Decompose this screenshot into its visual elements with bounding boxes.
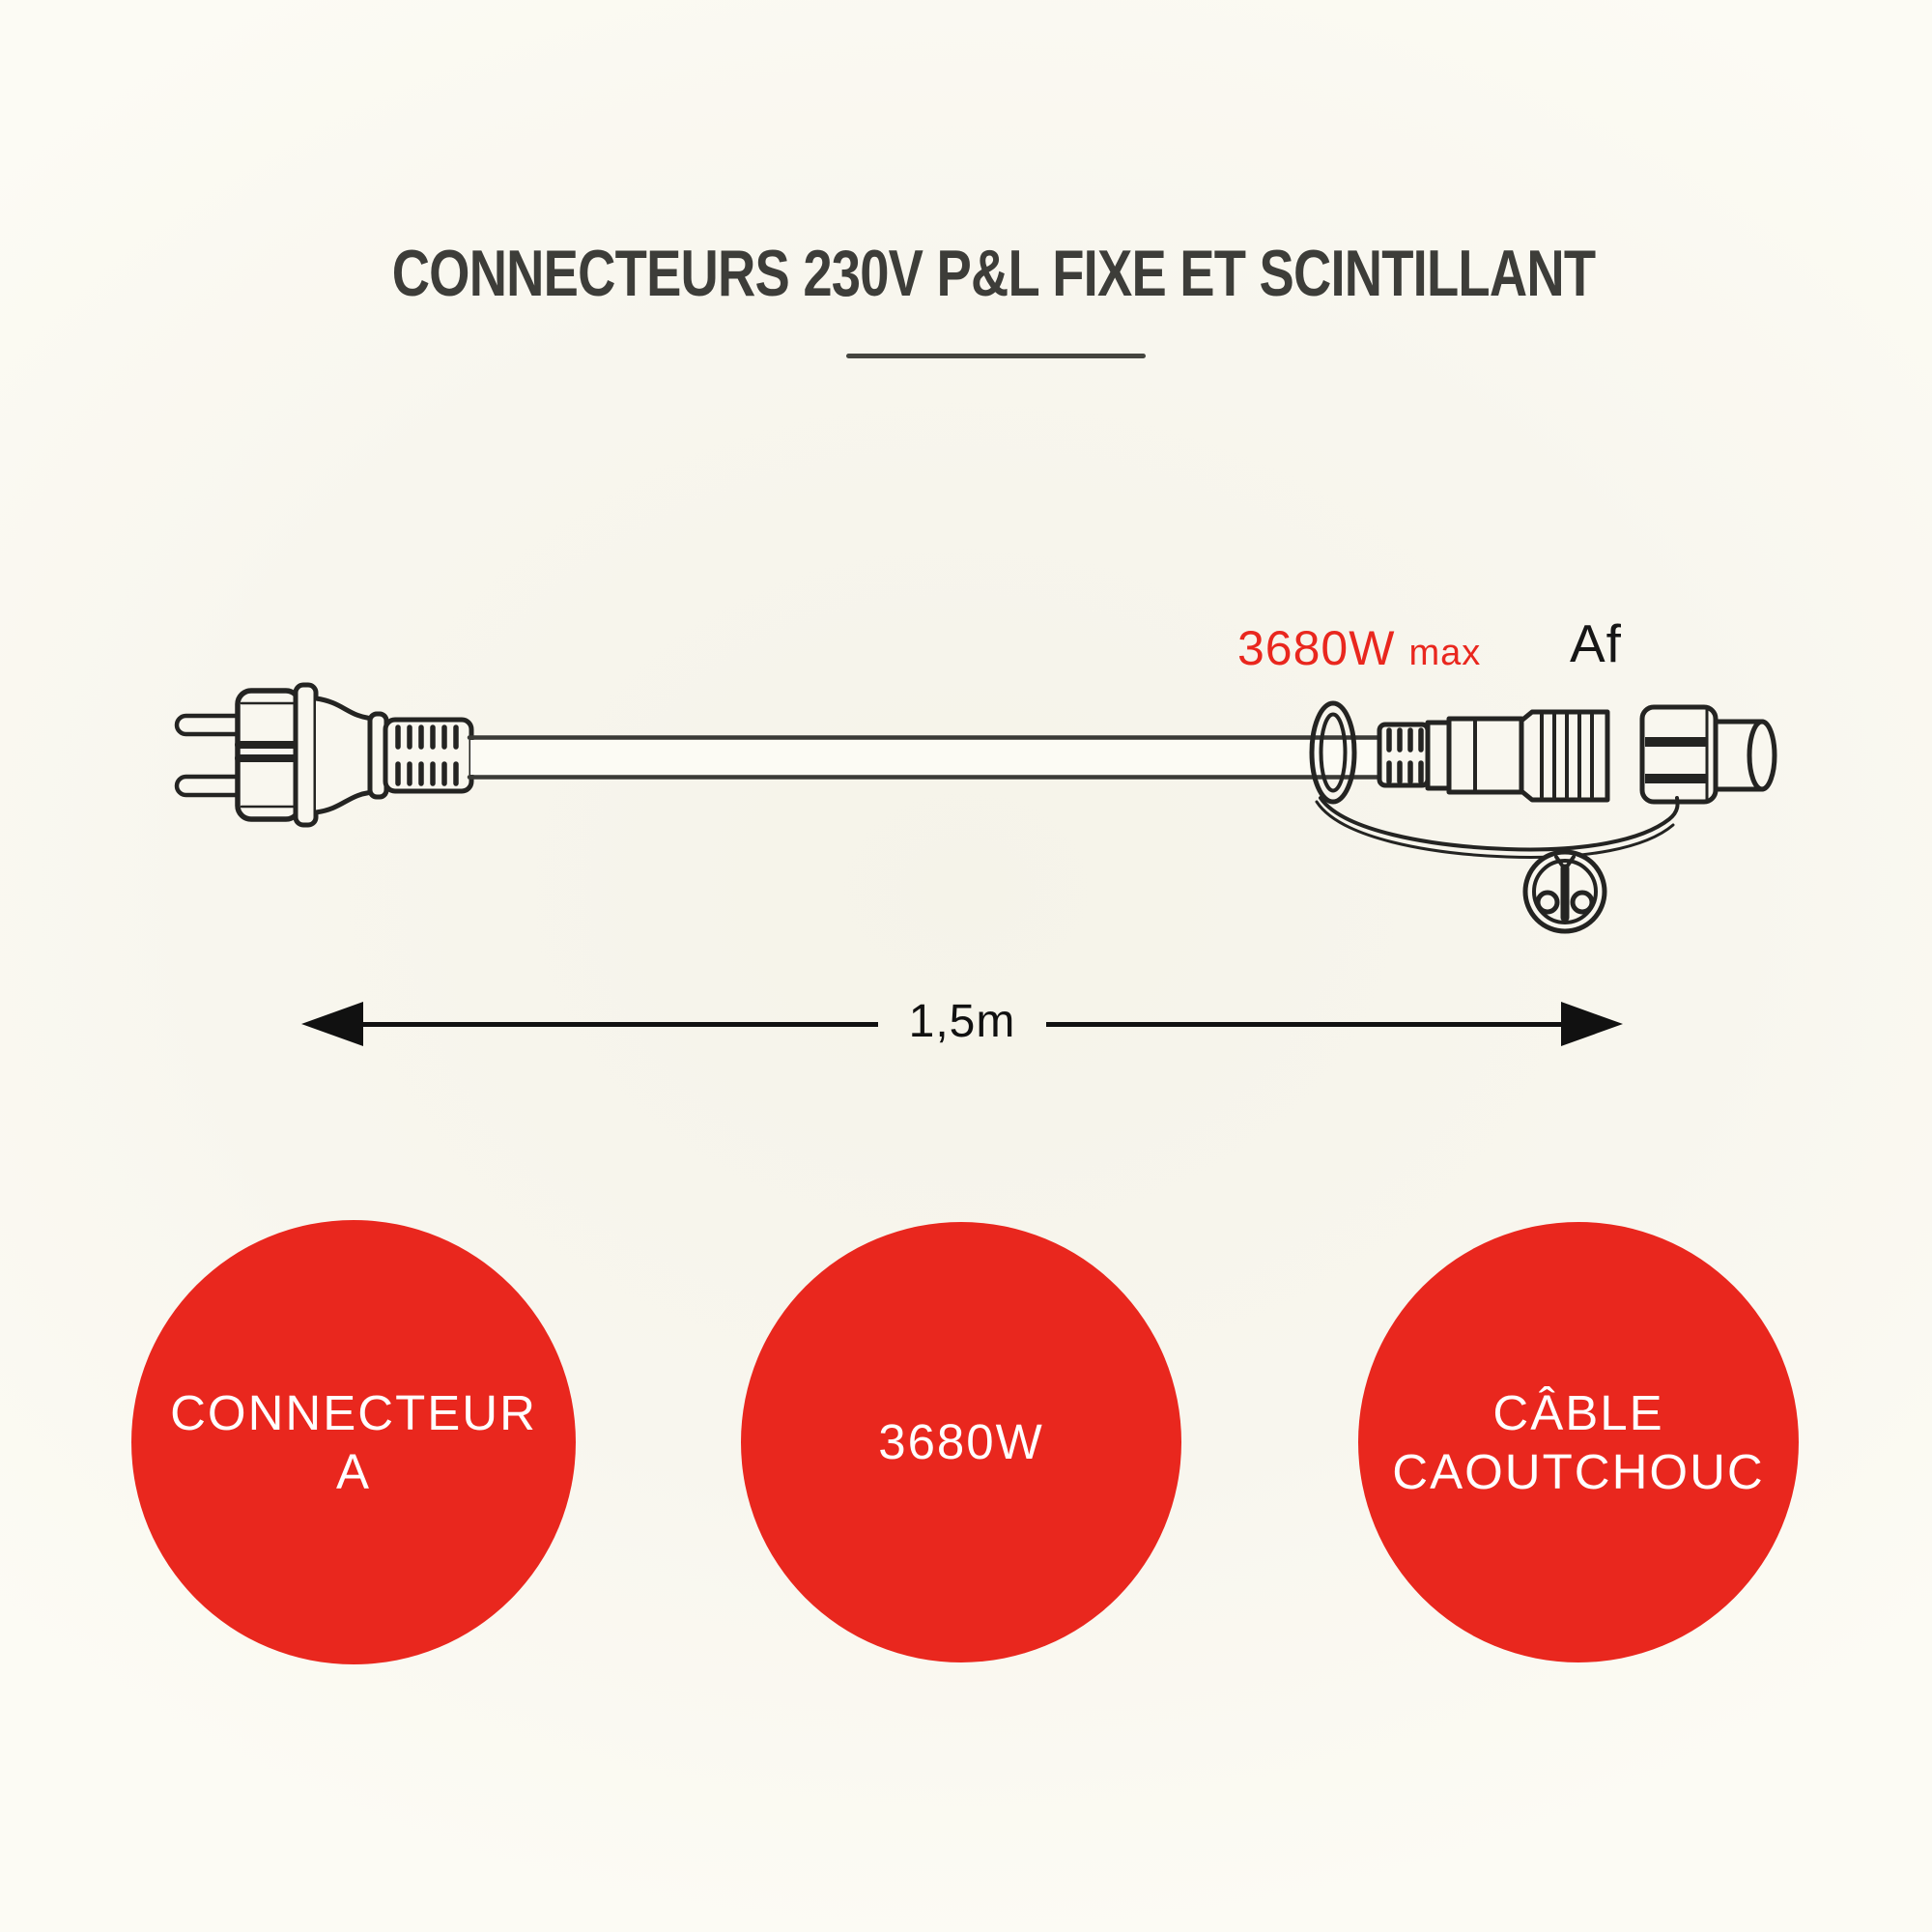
plug-collar bbox=[293, 682, 319, 828]
connector-thread-ridges bbox=[1540, 712, 1594, 800]
connector-step-small bbox=[1425, 720, 1452, 791]
plug-strain-relief-knurl bbox=[395, 724, 459, 786]
cap-tip-end bbox=[1747, 719, 1777, 792]
page-title-text: CONNECTEURS 230V P&L FIXE ET SCINTILLANT bbox=[391, 237, 1595, 310]
power-value: 3680W bbox=[1237, 621, 1396, 675]
tether-loop-inner bbox=[1319, 712, 1348, 793]
badge-connecteur-a-label: CONNECTEUR A bbox=[170, 1384, 537, 1499]
connector-assembly bbox=[1309, 700, 1777, 934]
length-dimension: 1,5m bbox=[301, 996, 1623, 1047]
page-title: CONNECTEURS 230V P&L FIXE ET SCINTILLANT bbox=[27, 235, 1932, 312]
connector-step-large bbox=[1446, 716, 1524, 795]
tether-cord-outer bbox=[1319, 796, 1680, 852]
cable-diagram bbox=[174, 682, 1777, 934]
tether-loop-outer bbox=[1309, 700, 1357, 805]
dimension-line-left bbox=[363, 1021, 878, 1027]
dimension-line-right bbox=[1046, 1021, 1561, 1027]
length-value: 1,5m bbox=[908, 995, 1016, 1047]
badge-cable-caoutchouc-label: CÂBLE CAOUTCHOUC bbox=[1392, 1384, 1765, 1499]
screw-cap-band-bottom bbox=[1645, 774, 1707, 783]
connector-knurl bbox=[1386, 727, 1424, 784]
cable-fill bbox=[470, 740, 1379, 775]
face-pin-hole-left bbox=[1535, 890, 1560, 915]
badge-power: 3680W bbox=[741, 1222, 1181, 1662]
screw-cap-band-top bbox=[1645, 737, 1707, 747]
face-inner-ring bbox=[1532, 859, 1598, 924]
badge-power-label: 3680W bbox=[878, 1414, 1044, 1470]
power-suffix: max bbox=[1408, 633, 1482, 673]
arrowhead-left-icon bbox=[301, 1002, 363, 1046]
arrowhead-right-icon bbox=[1561, 1002, 1623, 1046]
schuko-plug-icon bbox=[174, 682, 474, 828]
title-underline-rule bbox=[846, 354, 1146, 358]
connector-type-label: Af bbox=[1570, 613, 1622, 673]
badge-connecteur-a: CONNECTEUR A bbox=[131, 1220, 576, 1664]
plug-neck bbox=[313, 696, 377, 815]
tether-cord-inner bbox=[1315, 800, 1675, 859]
power-rating-label: 3680W max bbox=[1237, 620, 1481, 676]
face-pin-hole-right bbox=[1570, 890, 1595, 915]
two-pin-connector-face-icon bbox=[1522, 849, 1607, 934]
rubber-cable bbox=[467, 735, 1382, 780]
badge-cable-caoutchouc: CÂBLE CAOUTCHOUC bbox=[1358, 1222, 1799, 1662]
screw-cap bbox=[1639, 704, 1719, 805]
face-key-notch bbox=[1554, 855, 1576, 871]
connector-threaded-section bbox=[1519, 709, 1610, 803]
